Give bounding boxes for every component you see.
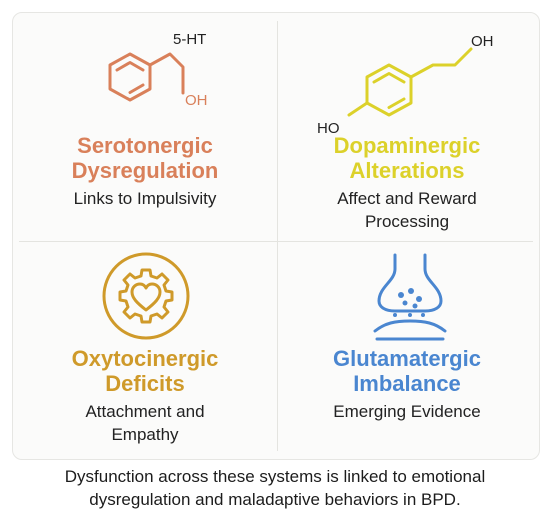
phenol-ethanol-molecule-icon: OH HO bbox=[317, 33, 494, 137]
title-line-1: Glutamatergic bbox=[333, 346, 481, 371]
chem-label-oh: OH bbox=[185, 92, 208, 109]
card-title: Serotonergic Dysregulation bbox=[15, 133, 275, 183]
card-subtitle: Affect and Reward Processing bbox=[277, 187, 537, 233]
footer-caption: Dysfunction across these systems is link… bbox=[20, 465, 530, 511]
footer-line-1: Dysfunction across these systems is link… bbox=[64, 467, 486, 486]
chem-label-ho: HO bbox=[317, 120, 340, 137]
card-title: Glutamatergic Imbalance bbox=[277, 346, 537, 396]
vertical-divider bbox=[277, 21, 278, 451]
gear-heart-icon bbox=[102, 252, 190, 340]
footer-line-2: dysregulation and maladaptive behaviors … bbox=[89, 490, 461, 509]
subtitle-line-1: Affect and Reward bbox=[337, 189, 477, 208]
title-line-1: Oxytocinergic bbox=[71, 346, 219, 371]
card-title: Dopaminergic Alterations bbox=[277, 133, 537, 183]
subtitle-line-2: Empathy bbox=[111, 425, 179, 444]
chem-label-5ht: 5-HT bbox=[173, 31, 206, 48]
title-line-2: Deficits bbox=[105, 371, 185, 396]
card-subtitle: Links to Impulsivity bbox=[15, 187, 275, 210]
subtitle-line-1: Attachment and bbox=[85, 402, 205, 421]
title-line-2: Dysregulation bbox=[71, 158, 219, 183]
title-line-1: Dopaminergic bbox=[333, 133, 481, 158]
subtitle-line-1: Emerging Evidence bbox=[333, 402, 481, 421]
horizontal-divider bbox=[19, 241, 533, 242]
card-subtitle: Emerging Evidence bbox=[277, 400, 537, 423]
title-line-1: Serotonergic bbox=[77, 133, 213, 158]
chem-label-oh-top: OH bbox=[471, 33, 494, 50]
card-subtitle: Attachment and Empathy bbox=[15, 400, 275, 446]
benzene-ethanol-molecule-icon: 5-HT OH bbox=[108, 31, 208, 109]
synapse-icon bbox=[373, 253, 447, 341]
title-line-2: Alterations bbox=[349, 158, 465, 183]
card-title: Oxytocinergic Deficits bbox=[15, 346, 275, 396]
subtitle-line-1: Links to Impulsivity bbox=[73, 189, 217, 208]
subtitle-line-2: Processing bbox=[364, 212, 450, 231]
neurotransmitter-panel: 5-HT OH Serotonergic Dysregulation Links… bbox=[12, 12, 540, 460]
title-line-2: Imbalance bbox=[353, 371, 461, 396]
